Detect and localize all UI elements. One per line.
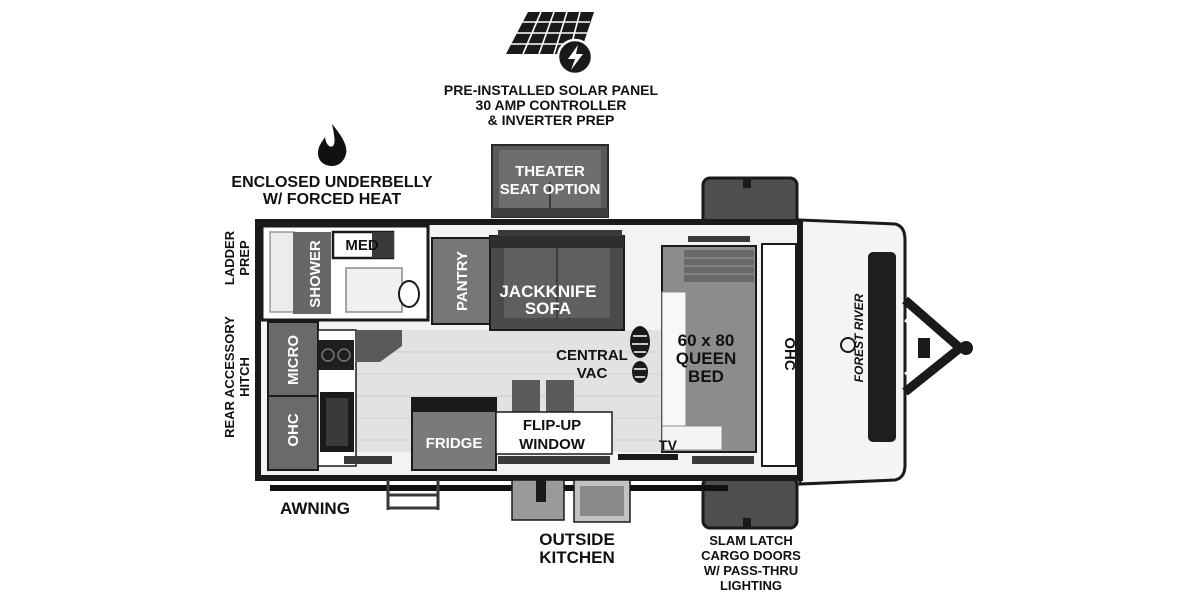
- jackknife-sofa: [489, 235, 625, 331]
- med-label: MED: [345, 237, 379, 254]
- side-window: [498, 456, 610, 464]
- trailer-tongue: [902, 296, 973, 396]
- central-vac-label-line1: CENTRAL: [556, 347, 628, 364]
- theater-seat-option: [491, 144, 609, 218]
- flip-up-window-label-line1: FLIP-UP: [523, 417, 581, 434]
- ladder-prep-line1: LADDER: [222, 230, 237, 285]
- flip-up-window-label-line2: WINDOW: [519, 436, 586, 453]
- entry-steps: [386, 480, 440, 510]
- solar-panel-icon: [506, 11, 594, 76]
- bed-label-line1: 60 x 80: [678, 331, 735, 350]
- ladder-prep-line2: PREP: [237, 240, 252, 276]
- outside-kitchen: [511, 479, 631, 523]
- shower-label: SHOWER: [307, 240, 324, 308]
- front-overhead-cabinet: [761, 243, 797, 467]
- flip-up-window: [495, 411, 613, 455]
- sofa-window: [498, 230, 622, 236]
- shower-stall: [293, 232, 331, 314]
- ohc-front-label: OHC: [781, 337, 798, 371]
- flame-icon: [318, 124, 347, 166]
- cargo-callout-line3: W/ PASS-THRU: [704, 563, 798, 578]
- front-cap: [798, 218, 907, 486]
- forest-river-logo: FOREST RIVER: [852, 293, 866, 382]
- entry-step: [356, 330, 402, 362]
- cargo-callout-line4: LIGHTING: [720, 578, 782, 593]
- solar-callout-line1: PRE-INSTALLED SOLAR PANEL: [444, 82, 659, 98]
- bed-top-window: [688, 236, 750, 242]
- bed-label-line2: QUEEN: [676, 349, 736, 368]
- cargo-callout-line1: SLAM LATCH: [709, 533, 793, 548]
- pantry-label: PANTRY: [454, 251, 471, 311]
- pantry: [431, 237, 491, 325]
- footprint-icon: [630, 326, 650, 383]
- underbelly-callout-line2: W/ FORCED HEAT: [263, 191, 402, 208]
- dinette-chair-right: [546, 380, 574, 412]
- solar-callout-line3: & INVERTER PREP: [488, 112, 615, 128]
- awning-label: AWNING: [280, 499, 350, 518]
- rear-window: [344, 456, 392, 464]
- bed-label-line3: BED: [688, 367, 724, 386]
- toilet: [398, 280, 420, 308]
- tv-label: TV: [659, 437, 678, 453]
- cargo-callout-line2: CARGO DOORS: [701, 548, 801, 563]
- outside-kitchen-label-line1: OUTSIDE: [539, 530, 615, 549]
- fridge-label: FRIDGE: [426, 435, 483, 452]
- theater-seat-label-line2: SEAT OPTION: [500, 181, 601, 198]
- theater-seat-label-line1: THEATER: [515, 163, 585, 180]
- sofa-label-line1: JACKKNIFE: [499, 282, 596, 301]
- rear-hitch-line2: HITCH: [237, 357, 252, 397]
- bed-window: [692, 456, 754, 464]
- solar-callout-line2: 30 AMP CONTROLLER: [476, 97, 627, 113]
- bath-sink: [345, 267, 403, 313]
- dinette-chair-left: [512, 380, 540, 412]
- queen-bed: [661, 245, 757, 453]
- cooktop: [318, 340, 354, 370]
- ohc-rear-label: OHC: [285, 413, 302, 447]
- underbelly-callout-line1: ENCLOSED UNDERBELLY: [231, 174, 433, 191]
- rear-hitch-line1: REAR ACCESSORY: [222, 316, 237, 438]
- central-vac-label-line2: VAC: [577, 365, 608, 382]
- tv-unit: [618, 454, 678, 460]
- sofa-label-line2: SOFA: [525, 299, 571, 318]
- outside-kitchen-label-line2: KITCHEN: [539, 548, 615, 567]
- micro-label: MICRO: [285, 335, 302, 385]
